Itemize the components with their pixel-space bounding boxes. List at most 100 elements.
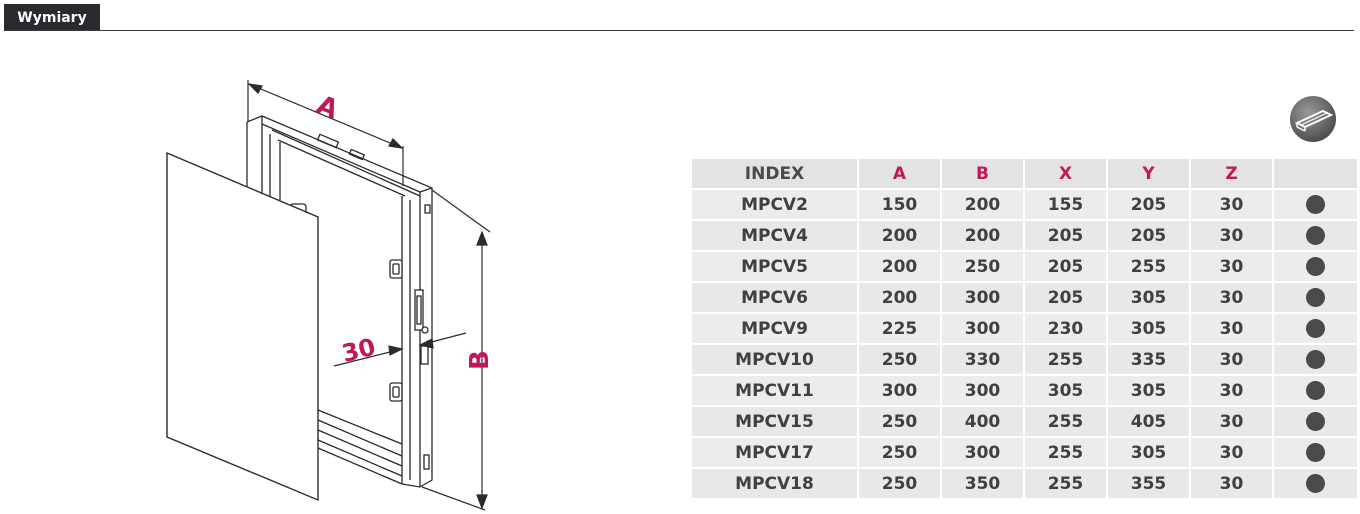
cell-b: 200: [942, 190, 1023, 219]
cell-a: 200: [859, 252, 940, 281]
cell-x: 205: [1025, 221, 1106, 250]
cell-b: 200: [942, 221, 1023, 250]
cell-index: MPCV5: [692, 252, 857, 281]
cell-a: 250: [859, 345, 940, 374]
cell-x: 255: [1025, 438, 1106, 467]
availability-dot-icon: [1306, 319, 1325, 338]
cell-z: 30: [1191, 283, 1272, 312]
dimension-diagram: A B 30: [166, 80, 495, 511]
cell-y: 305: [1108, 314, 1189, 343]
header-b: B: [942, 159, 1023, 188]
cell-a: 250: [859, 438, 940, 467]
cell-availability: [1274, 314, 1357, 343]
section-tab-wymiary[interactable]: Wymiary: [4, 4, 100, 31]
cell-x: 205: [1025, 283, 1106, 312]
availability-dot-icon: [1306, 443, 1325, 462]
cell-a: 200: [859, 221, 940, 250]
frame-drawing: [246, 115, 433, 488]
cell-availability: [1274, 469, 1357, 498]
cell-y: 335: [1108, 345, 1189, 374]
cell-availability: [1274, 345, 1357, 374]
availability-dot-icon: [1306, 257, 1325, 276]
cell-x: 155: [1025, 190, 1106, 219]
cell-z: 30: [1191, 345, 1272, 374]
cell-x: 255: [1025, 345, 1106, 374]
cell-index: MPCV15: [692, 407, 857, 436]
header-y: Y: [1108, 159, 1189, 188]
cell-y: 305: [1108, 283, 1189, 312]
cell-index: MPCV2: [692, 190, 857, 219]
cell-z: 30: [1191, 314, 1272, 343]
cell-availability: [1274, 438, 1357, 467]
cell-availability: [1274, 376, 1357, 405]
availability-dot-icon: [1306, 350, 1325, 369]
cell-a: 150: [859, 190, 940, 219]
cell-index: MPCV6: [692, 283, 857, 312]
header-z: Z: [1191, 159, 1272, 188]
cell-y: 205: [1108, 221, 1189, 250]
dimension-b-line: [421, 189, 491, 511]
cell-b: 300: [942, 283, 1023, 312]
cell-b: 400: [942, 407, 1023, 436]
cell-y: 205: [1108, 190, 1189, 219]
availability-dot-icon: [1306, 412, 1325, 431]
cell-availability: [1274, 407, 1357, 436]
cell-availability: [1274, 190, 1357, 219]
dimension-depth-label: 30: [339, 333, 378, 368]
dimension-b-label: B: [465, 350, 495, 370]
cell-b: 300: [942, 314, 1023, 343]
cell-z: 30: [1191, 221, 1272, 250]
cell-x: 205: [1025, 252, 1106, 281]
availability-dot-icon: [1306, 226, 1325, 245]
cell-availability: [1274, 283, 1357, 312]
cell-z: 30: [1191, 438, 1272, 467]
cell-a: 250: [859, 469, 940, 498]
cell-index: MPCV4: [692, 221, 857, 250]
cell-index: MPCV18: [692, 469, 857, 498]
cell-y: 405: [1108, 407, 1189, 436]
cell-z: 30: [1191, 376, 1272, 405]
cell-b: 300: [942, 438, 1023, 467]
availability-dot-icon: [1306, 195, 1325, 214]
dimension-a-line: [247, 80, 404, 186]
cell-z: 30: [1191, 469, 1272, 498]
door-panel: [166, 151, 319, 502]
header-x: X: [1025, 159, 1106, 188]
cell-index: MPCV11: [692, 376, 857, 405]
dimension-a-label: A: [312, 90, 342, 125]
cell-b: 300: [942, 376, 1023, 405]
cell-index: MPCV9: [692, 314, 857, 343]
header-profile: [1274, 159, 1357, 188]
cell-b: 350: [942, 469, 1023, 498]
dimension-depth-line: [333, 332, 467, 367]
availability-dot-icon: [1306, 381, 1325, 400]
cell-x: 305: [1025, 376, 1106, 405]
cell-y: 305: [1108, 438, 1189, 467]
table-header-row: INDEX A B X Y Z: [692, 159, 1357, 188]
cell-x: 255: [1025, 469, 1106, 498]
cell-a: 225: [859, 314, 940, 343]
cell-z: 30: [1191, 407, 1272, 436]
header-a: A: [859, 159, 940, 188]
cell-b: 330: [942, 345, 1023, 374]
cell-y: 255: [1108, 252, 1189, 281]
cell-x: 230: [1025, 314, 1106, 343]
header-divider: [4, 30, 1354, 31]
cell-a: 250: [859, 407, 940, 436]
frame-profile-icon: [1290, 96, 1336, 142]
cell-a: 300: [859, 376, 940, 405]
availability-dot-icon: [1306, 474, 1325, 493]
cell-index: MPCV17: [692, 438, 857, 467]
cell-availability: [1274, 252, 1357, 281]
cell-x: 255: [1025, 407, 1106, 436]
